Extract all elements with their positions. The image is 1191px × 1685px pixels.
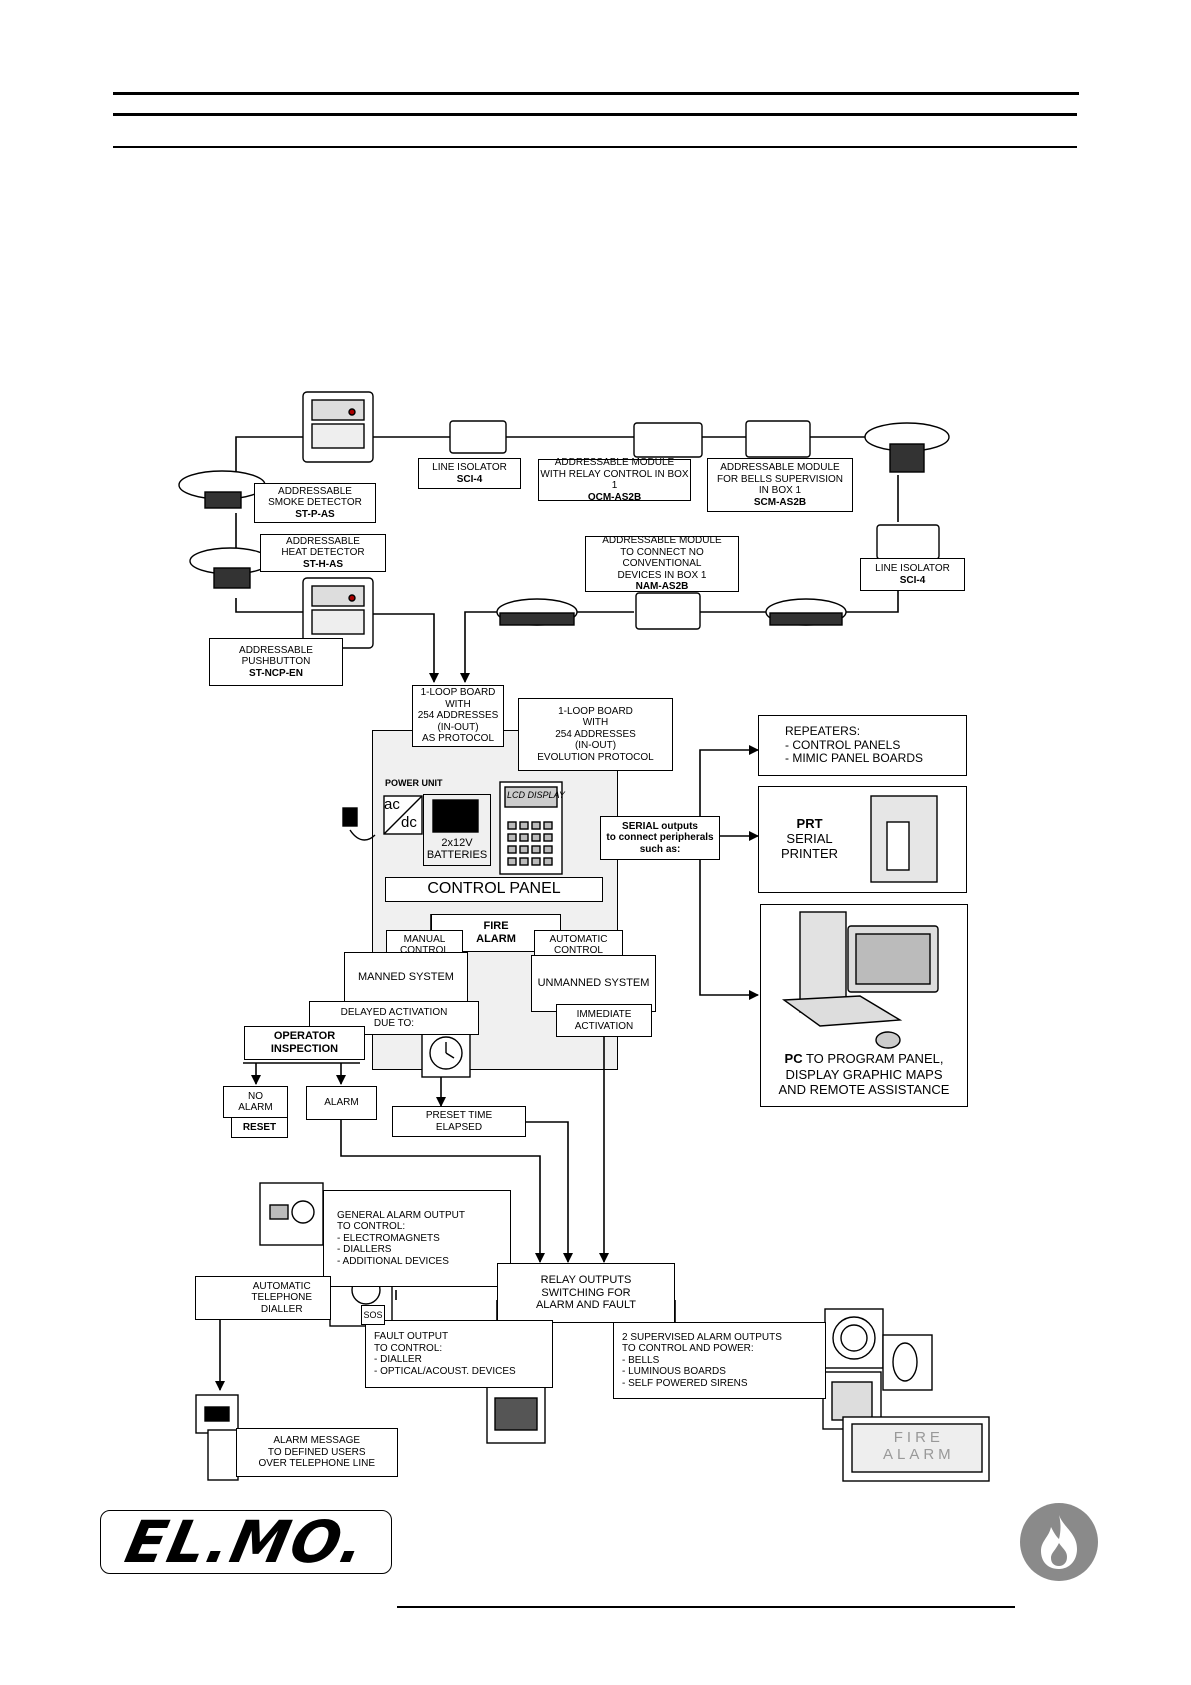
loop-board-as-protocol: 1-LOOP BOARD WITH 254 ADDRESSES (IN-OUT)… bbox=[412, 685, 504, 747]
elmo-logo: EL.MO. bbox=[100, 1508, 392, 1576]
line-isolator-module-1 bbox=[449, 420, 507, 454]
immediate-activation-box: IMMEDIATE ACTIVATION bbox=[556, 1004, 652, 1037]
repeaters-box: REPEATERS: - CONTROL PANELS - MIMIC PANE… bbox=[758, 715, 967, 776]
pc-frame: PC TO PROGRAM PANEL,DISPLAY GRAPHIC MAPS… bbox=[760, 904, 968, 1107]
fault-output-box: FAULT OUTPUT TO CONTROL: - DIALLER - OPT… bbox=[365, 1320, 553, 1388]
operator-inspection-box: OPERATOR INSPECTION bbox=[244, 1026, 365, 1060]
bells-module-box bbox=[745, 420, 811, 458]
general-alarm-output-box: GENERAL ALARM OUTPUT TO CONTROL: - ELECT… bbox=[323, 1190, 511, 1287]
pc-tower bbox=[799, 911, 847, 1013]
pc-keyboard bbox=[781, 995, 903, 1027]
dc-label: dc bbox=[401, 814, 417, 831]
relay-outputs-box: RELAY OUTPUTS SWITCHING FOR ALARM AND FA… bbox=[497, 1263, 675, 1323]
lcd-display-label: LCD DISPLAY bbox=[507, 790, 565, 800]
header-rule-bottom bbox=[113, 146, 1077, 148]
pc-mouse bbox=[875, 1031, 901, 1049]
header-rule-middle bbox=[113, 113, 1077, 116]
nam-module-box bbox=[635, 592, 701, 630]
loop-board-evolution-protocol: 1-LOOP BOARD WITH 254 ADDRESSES (IN-OUT)… bbox=[518, 698, 673, 771]
relay-module-box bbox=[633, 422, 703, 458]
batteries-label: 2x12V BATTERIES bbox=[423, 794, 491, 866]
flame-logo-icon bbox=[1020, 1503, 1098, 1581]
fire-alarm-board-label: FIRE ALARM bbox=[883, 1429, 955, 1463]
control-panel-title: CONTROL PANEL bbox=[385, 877, 603, 902]
battery-icon bbox=[432, 799, 479, 833]
line-isolator-module-2 bbox=[876, 524, 940, 560]
sos-label: SOS bbox=[361, 1305, 385, 1325]
power-unit-label: POWER UNIT bbox=[385, 778, 443, 788]
preset-time-box: PRESET TIME ELAPSED bbox=[392, 1106, 526, 1137]
telephone-dialler-box: AUTOMATIC TELEPHONE DIALLER bbox=[195, 1276, 331, 1320]
handset-icon-box bbox=[207, 1429, 239, 1481]
supervised-outputs-box: 2 SUPERVISED ALARM OUTPUTS TO CONTROL AN… bbox=[613, 1322, 826, 1399]
footer-rule bbox=[397, 1606, 1015, 1608]
ac-label: ac bbox=[384, 796, 400, 813]
reset-button-box: RESET bbox=[231, 1117, 288, 1138]
no-alarm-box: NO ALARM bbox=[223, 1086, 288, 1118]
manned-system-box: MANNED SYSTEM bbox=[344, 952, 468, 1002]
header-rule-top bbox=[113, 92, 1079, 95]
alarm-message-box: ALARM MESSAGE TO DEFINED USERS OVER TELE… bbox=[236, 1428, 398, 1477]
alarm-box: ALARM bbox=[306, 1086, 377, 1120]
